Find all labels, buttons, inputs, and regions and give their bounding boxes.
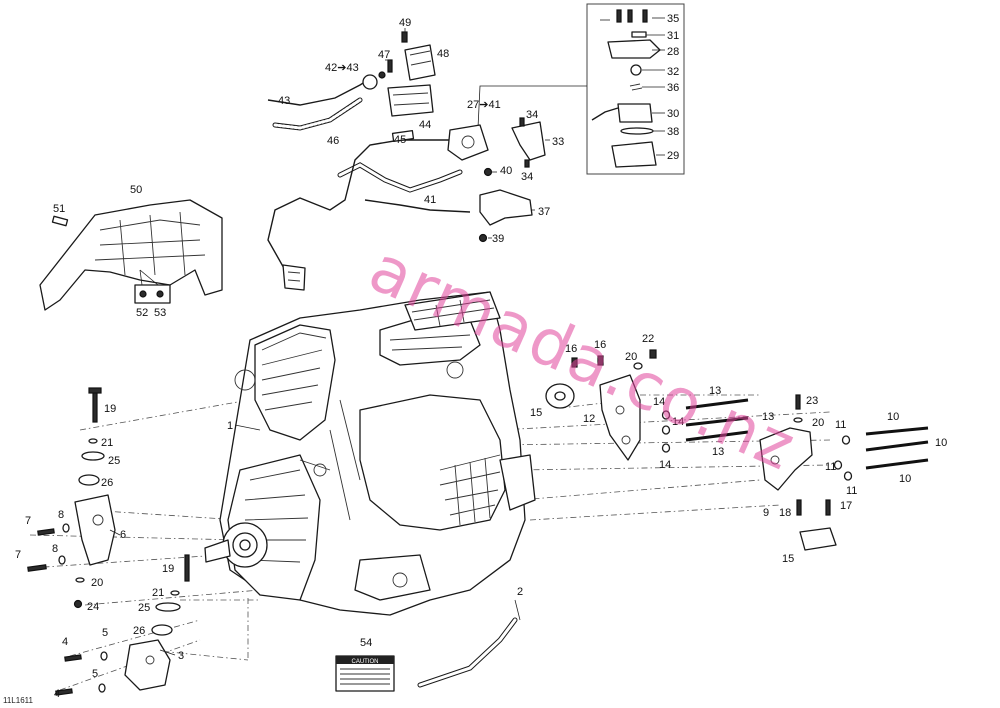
- callout-9: 9: [763, 507, 769, 519]
- callout-53: 53: [154, 307, 166, 319]
- callout-11-b: 11: [825, 461, 836, 473]
- callout-32: 32: [667, 66, 679, 78]
- callout-14-b: 14: [672, 416, 684, 428]
- breather-hose-inner: [418, 618, 517, 687]
- callout-20-top: 20: [625, 351, 637, 363]
- callout-11-c: 11: [846, 485, 857, 497]
- callout-33: 33: [552, 136, 564, 148]
- callout-5-top: 5: [102, 627, 108, 639]
- sub-assembly-frame: [586, 3, 685, 175]
- callout-47: 47: [378, 49, 390, 61]
- callout-7-bottom: 7: [15, 549, 21, 561]
- callout-13-a: 13: [709, 385, 721, 397]
- callout-11-a: 11: [835, 419, 846, 431]
- callout-51: 51: [53, 203, 65, 215]
- callout-5-bottom: 5: [92, 668, 98, 680]
- callout-3: 3: [178, 650, 184, 662]
- callout-25-top: 25: [108, 455, 120, 467]
- callout-26-bottom: 26: [133, 625, 145, 637]
- callout-49: 49: [399, 17, 411, 29]
- callout-20-left: 20: [91, 577, 103, 589]
- callout-16-right: 16: [594, 339, 606, 351]
- callout-27-41: 27➔41: [467, 99, 501, 111]
- callout-2: 2: [517, 586, 523, 598]
- callout-28: 28: [667, 46, 679, 58]
- callout-54: 54: [360, 637, 372, 649]
- callout-15-top: 15: [530, 407, 542, 419]
- callout-8-bottom: 8: [52, 543, 58, 555]
- callout-14-c: 14: [659, 459, 671, 471]
- breather-hose: [417, 617, 518, 688]
- callout-4-top: 4: [62, 636, 68, 648]
- left-engine-mounts: [27, 387, 190, 696]
- callout-16-left: 16: [565, 343, 577, 355]
- callout-labels: 49 48 47 42➔43 43 44 45 46 27➔41 34 33 3…: [15, 13, 947, 700]
- callout-12: 12: [583, 413, 595, 425]
- frame-leader-line: [477, 85, 587, 129]
- callout-14-a: 14: [653, 396, 665, 408]
- callout-17: 17: [840, 500, 852, 512]
- callout-46: 46: [327, 135, 339, 147]
- callout-6: 6: [120, 529, 126, 541]
- callout-41: 41: [424, 194, 436, 206]
- callout-39: 39: [492, 233, 504, 245]
- callout-13-b: 13: [762, 411, 774, 423]
- callout-1: 1: [227, 420, 233, 432]
- callout-35: 35: [667, 13, 679, 25]
- caution-decal: CAUTION: [335, 655, 395, 692]
- right-engine-mounts: [545, 349, 929, 551]
- callout-45: 45: [394, 134, 406, 146]
- callout-44: 44: [419, 119, 431, 131]
- callout-19-bottom: 19: [162, 563, 174, 575]
- callout-31: 31: [667, 30, 679, 42]
- callout-36: 36: [667, 82, 679, 94]
- callout-34-bottom: 34: [521, 171, 533, 183]
- callout-18: 18: [779, 507, 791, 519]
- callout-26-top: 26: [101, 477, 113, 489]
- callout-43: 43: [278, 95, 290, 107]
- callout-48: 48: [437, 48, 449, 60]
- callout-4-bottom: 4: [54, 688, 60, 700]
- engine-assembly: [204, 291, 536, 616]
- callout-10-a: 10: [887, 411, 899, 423]
- callout-25-bottom: 25: [138, 602, 150, 614]
- callout-19-top: 19: [104, 403, 116, 415]
- callout-10-c: 10: [899, 473, 911, 485]
- top-bracket-parts: [362, 31, 546, 243]
- callout-22: 22: [642, 333, 654, 345]
- callout-42-43: 42➔43: [325, 62, 359, 74]
- callout-13-c: 13: [712, 446, 724, 458]
- callout-15-bottom: 15: [782, 553, 794, 565]
- decal-heading: CAUTION: [352, 659, 379, 665]
- callout-23: 23: [806, 395, 818, 407]
- callout-21-bottom: 21: [152, 587, 164, 599]
- callout-38: 38: [667, 126, 679, 138]
- callout-20-right: 20: [812, 417, 824, 429]
- callout-50: 50: [130, 184, 142, 196]
- callout-29: 29: [667, 150, 679, 162]
- wiring-and-hoses: [267, 79, 471, 291]
- heat-shield-assembly: [39, 199, 223, 311]
- callout-34-top: 34: [526, 109, 538, 121]
- callout-7-top: 7: [25, 515, 31, 527]
- callout-40: 40: [500, 165, 512, 177]
- callout-30: 30: [667, 108, 679, 120]
- throttle-sensor-subassembly: [591, 9, 661, 168]
- callout-8-top: 8: [58, 509, 64, 521]
- callout-leaders: [109, 17, 665, 656]
- callout-37: 37: [538, 206, 550, 218]
- callout-21-top: 21: [101, 437, 113, 449]
- callout-10-b: 10: [935, 437, 947, 449]
- callout-24: 24: [87, 601, 99, 613]
- callout-52: 52: [136, 307, 148, 319]
- reference-code: 11L1611: [3, 696, 33, 705]
